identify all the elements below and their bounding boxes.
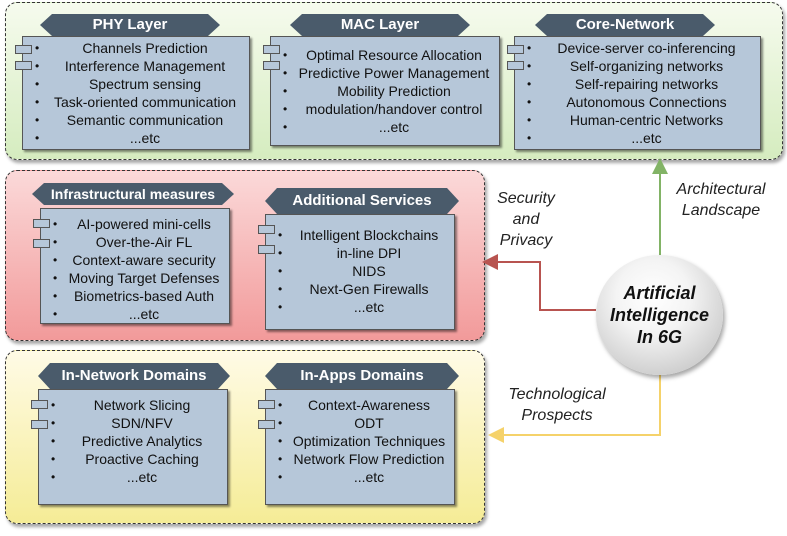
list-item: ...etc <box>41 305 229 323</box>
list-item: ODT <box>266 414 454 432</box>
list-item: Optimal Resource Allocation <box>271 46 499 64</box>
list-item: ...etc <box>39 468 227 486</box>
ai-in-6g-node: Artificial Intelligence In 6G <box>596 255 723 375</box>
arrow-technological <box>488 375 661 443</box>
module-core-network: Device-server co-inferencing Self-organi… <box>507 36 761 150</box>
label-architectural-landscape: Architectural Landscape <box>676 181 766 219</box>
list-item: ...etc <box>266 468 454 486</box>
list-item: in-line DPI <box>266 244 454 262</box>
list-item: Network Slicing <box>39 396 227 414</box>
module-in-apps-domains: Context-Awareness ODT Optimization Techn… <box>258 389 455 505</box>
module-title-mac-layer: MAC Layer <box>290 14 470 36</box>
module-phy-layer: Channels Prediction Interference Managem… <box>15 36 250 150</box>
list-item: Device-server co-inferencing <box>515 39 760 57</box>
list-item: Spectrum sensing <box>23 75 249 93</box>
list-item: ...etc <box>266 298 454 316</box>
ai-node-line3: In 6G <box>636 327 682 347</box>
list-item: Context-aware security <box>41 251 229 269</box>
module-title-core-network: Core-Network <box>535 14 715 36</box>
module-infrastructural-measures: AI-powered mini-cells Over-the-Air FL Co… <box>33 208 230 324</box>
arrow-security <box>482 254 596 311</box>
list-item: Task-oriented communication <box>23 93 249 111</box>
list-item: Predictive Analytics <box>39 432 227 450</box>
list-item: Interference Management <box>23 57 249 75</box>
module-additional-services: Intelligent Blockchains in-line DPI NIDS… <box>258 214 455 330</box>
list-item: ...etc <box>515 129 760 147</box>
list-item: Proactive Caching <box>39 450 227 468</box>
ai-node-line2: Intelligence <box>609 305 710 325</box>
list-item: Context-Awareness <box>266 396 454 414</box>
list-item: SDN/NFV <box>39 414 227 432</box>
label-technological-prospects: Technological Prospects <box>508 386 606 424</box>
list-item: Semantic communication <box>23 111 249 129</box>
list-item: Moving Target Defenses <box>41 269 229 287</box>
list-item: Human-centric Networks <box>515 111 760 129</box>
module-in-network-domains: Network Slicing SDN/NFV Predictive Analy… <box>31 389 228 505</box>
list-item: NIDS <box>266 262 454 280</box>
list-item: Autonomous Connections <box>515 93 760 111</box>
module-title-in-network-domains: In-Network Domains <box>38 363 230 389</box>
module-title-infrastructural-measures: Infrastructural measures <box>32 183 234 205</box>
label-security-privacy: Security and Privacy <box>497 190 555 249</box>
module-title-phy-layer: PHY Layer <box>40 14 220 36</box>
list-item: Mobility Prediction <box>271 82 499 100</box>
list-item: ...etc <box>23 129 249 147</box>
ai-node-line1: Artificial <box>623 283 696 303</box>
list-item: Self-organizing networks <box>515 57 760 75</box>
module-title-in-apps-domains: In-Apps Domains <box>265 363 459 389</box>
list-item: Intelligent Blockchains <box>266 226 454 244</box>
list-item: modulation/handover control <box>271 100 499 118</box>
list-item: ...etc <box>271 118 499 136</box>
list-item: AI-powered mini-cells <box>41 215 229 233</box>
list-item: Biometrics-based Auth <box>41 287 229 305</box>
module-mac-layer: Optimal Resource Allocation Predictive P… <box>263 36 500 146</box>
list-item: Predictive Power Management <box>271 64 499 82</box>
list-item: Optimization Techniques <box>266 432 454 450</box>
list-item: Self-repairing networks <box>515 75 760 93</box>
list-item: Network Flow Prediction <box>266 450 454 468</box>
list-item: Channels Prediction <box>23 39 249 57</box>
list-item: Next-Gen Firewalls <box>266 280 454 298</box>
module-title-additional-services: Additional Services <box>265 188 459 214</box>
list-item: Over-the-Air FL <box>41 233 229 251</box>
